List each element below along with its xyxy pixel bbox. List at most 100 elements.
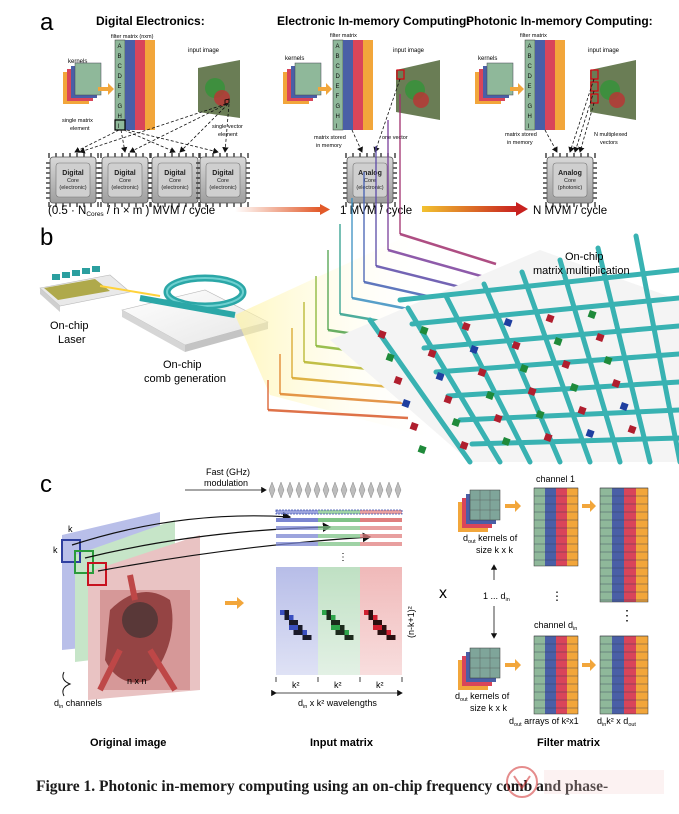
comb-beam — [399, 232, 497, 266]
filter-row-letter: H — [336, 114, 340, 120]
channel-dots: ⋮ — [551, 589, 563, 603]
matrix-pixel — [284, 610, 289, 615]
input-row-segment — [360, 510, 402, 514]
matrix-pixel — [391, 635, 396, 640]
input-row-segment — [276, 518, 318, 522]
filter-row-letter: B — [528, 54, 532, 60]
waveguide-column — [595, 245, 653, 465]
photonic-mux1: N multiplexed — [594, 132, 627, 138]
filter-row-letter: I — [528, 124, 530, 130]
matrix-pixel — [377, 630, 382, 635]
matrix-pixel — [368, 615, 373, 620]
panel-a: a Digital Electronics: filter matrix (nx… — [40, 9, 653, 218]
kernel-k-side: k — [53, 545, 58, 555]
modulator — [376, 481, 384, 499]
electronic-stored1: matrix stored — [314, 135, 346, 141]
matrix-pixel — [326, 615, 331, 620]
channels-label: din channels — [54, 698, 102, 710]
pcm-cell — [595, 333, 605, 342]
digital-input-image-label: input image — [188, 48, 220, 54]
throughput-digital: (0.5 · NCores / n × m ) MVM / cycle — [48, 205, 215, 218]
filter-row-letter: D — [336, 74, 341, 80]
laser-label-2: Laser — [58, 334, 86, 346]
matrix-pixel — [298, 625, 303, 630]
filter-row-letter: G — [528, 104, 533, 110]
filter-row-letter: G — [118, 104, 123, 110]
wavelength-brackets — [271, 677, 403, 697]
digital-single-matrix-label: single matrix — [62, 118, 93, 124]
input-matrix — [276, 567, 402, 675]
core-label: Core — [364, 178, 376, 184]
input-row-segment — [360, 526, 402, 530]
matrix-pixel — [373, 615, 378, 620]
filter-row-letter: H — [528, 114, 532, 120]
modulator — [385, 481, 393, 499]
range-label: 1 ... din — [483, 591, 510, 603]
matrix-pixel — [293, 620, 298, 625]
matrix-pixel — [386, 630, 391, 635]
size-kxk-top: size k x k — [476, 545, 514, 555]
filter-row-letter: B — [118, 54, 122, 60]
waveguide-row — [433, 351, 679, 375]
input-matrix-rows — [275, 509, 403, 546]
filter-row-letter: B — [336, 54, 340, 60]
filter-row-letter: D — [118, 74, 123, 80]
electronic-filter-matrix — [332, 39, 373, 131]
comb-beam — [387, 248, 489, 280]
matrix-pixel — [322, 610, 327, 615]
matrix-pixel — [344, 630, 349, 635]
digital-cores: DigitalCore(electronic)DigitalCore(elect… — [46, 153, 250, 207]
matrix-pixel — [373, 625, 378, 630]
throughput-arrow-2-head — [516, 202, 528, 216]
filter-row-letter: H — [118, 114, 122, 120]
pcm-cell — [501, 437, 511, 446]
photonic-title: Photonic In-memory Computing: — [466, 14, 653, 28]
input-matrix-label: Input matrix — [310, 737, 374, 749]
pcm-cell — [619, 402, 629, 411]
waveguide-column — [443, 293, 533, 465]
modulator — [340, 481, 348, 499]
input-row-segment — [276, 534, 318, 538]
original-image-stack — [61, 512, 200, 700]
channel-dn-matrix — [533, 635, 579, 715]
pcm-cell — [519, 364, 529, 373]
comb-beam — [279, 392, 417, 406]
k2-label-3: k² — [376, 680, 384, 690]
matrix-pixel — [382, 630, 387, 635]
pcm-cell — [527, 387, 537, 396]
pcm-cell — [417, 445, 427, 454]
matrix-label-2: matrix multiplication — [533, 265, 630, 277]
filter-row-letter: G — [336, 104, 341, 110]
orange-arrow-to-input — [225, 597, 244, 609]
pcm-cell — [561, 360, 571, 369]
electronic-input-image — [396, 60, 440, 120]
matrix-pixel — [298, 630, 303, 635]
original-image-label: Original image — [90, 737, 166, 749]
digital-single-vector-label: single vector — [212, 124, 243, 130]
electronic-kernels-label: kernels — [285, 56, 304, 62]
photonic-orange-arrow — [510, 83, 524, 95]
kernel-stack-bottom — [458, 647, 501, 690]
filter-row-letter: C — [528, 64, 533, 70]
modulator — [295, 481, 303, 499]
matrix-pixel — [289, 620, 294, 625]
matrix-pixel — [326, 610, 331, 615]
core-label: Digital — [212, 170, 233, 177]
photonic-filter-label: filter matrix — [520, 33, 547, 39]
matrix-pixel — [280, 610, 285, 615]
wavelengths-label: din x k² wavelengths — [298, 698, 377, 710]
matrix-pixel — [368, 610, 373, 615]
photonic-stored2: in memory — [507, 140, 533, 146]
orange-arrow-bottom — [505, 659, 521, 671]
filter-row-letter: F — [528, 94, 532, 100]
modulation-label-2: modulation — [204, 478, 248, 488]
modulator — [286, 481, 294, 499]
waveguide-row — [445, 379, 679, 399]
throughput-arrow-1-head — [320, 204, 330, 215]
matrix-pixel — [331, 625, 336, 630]
